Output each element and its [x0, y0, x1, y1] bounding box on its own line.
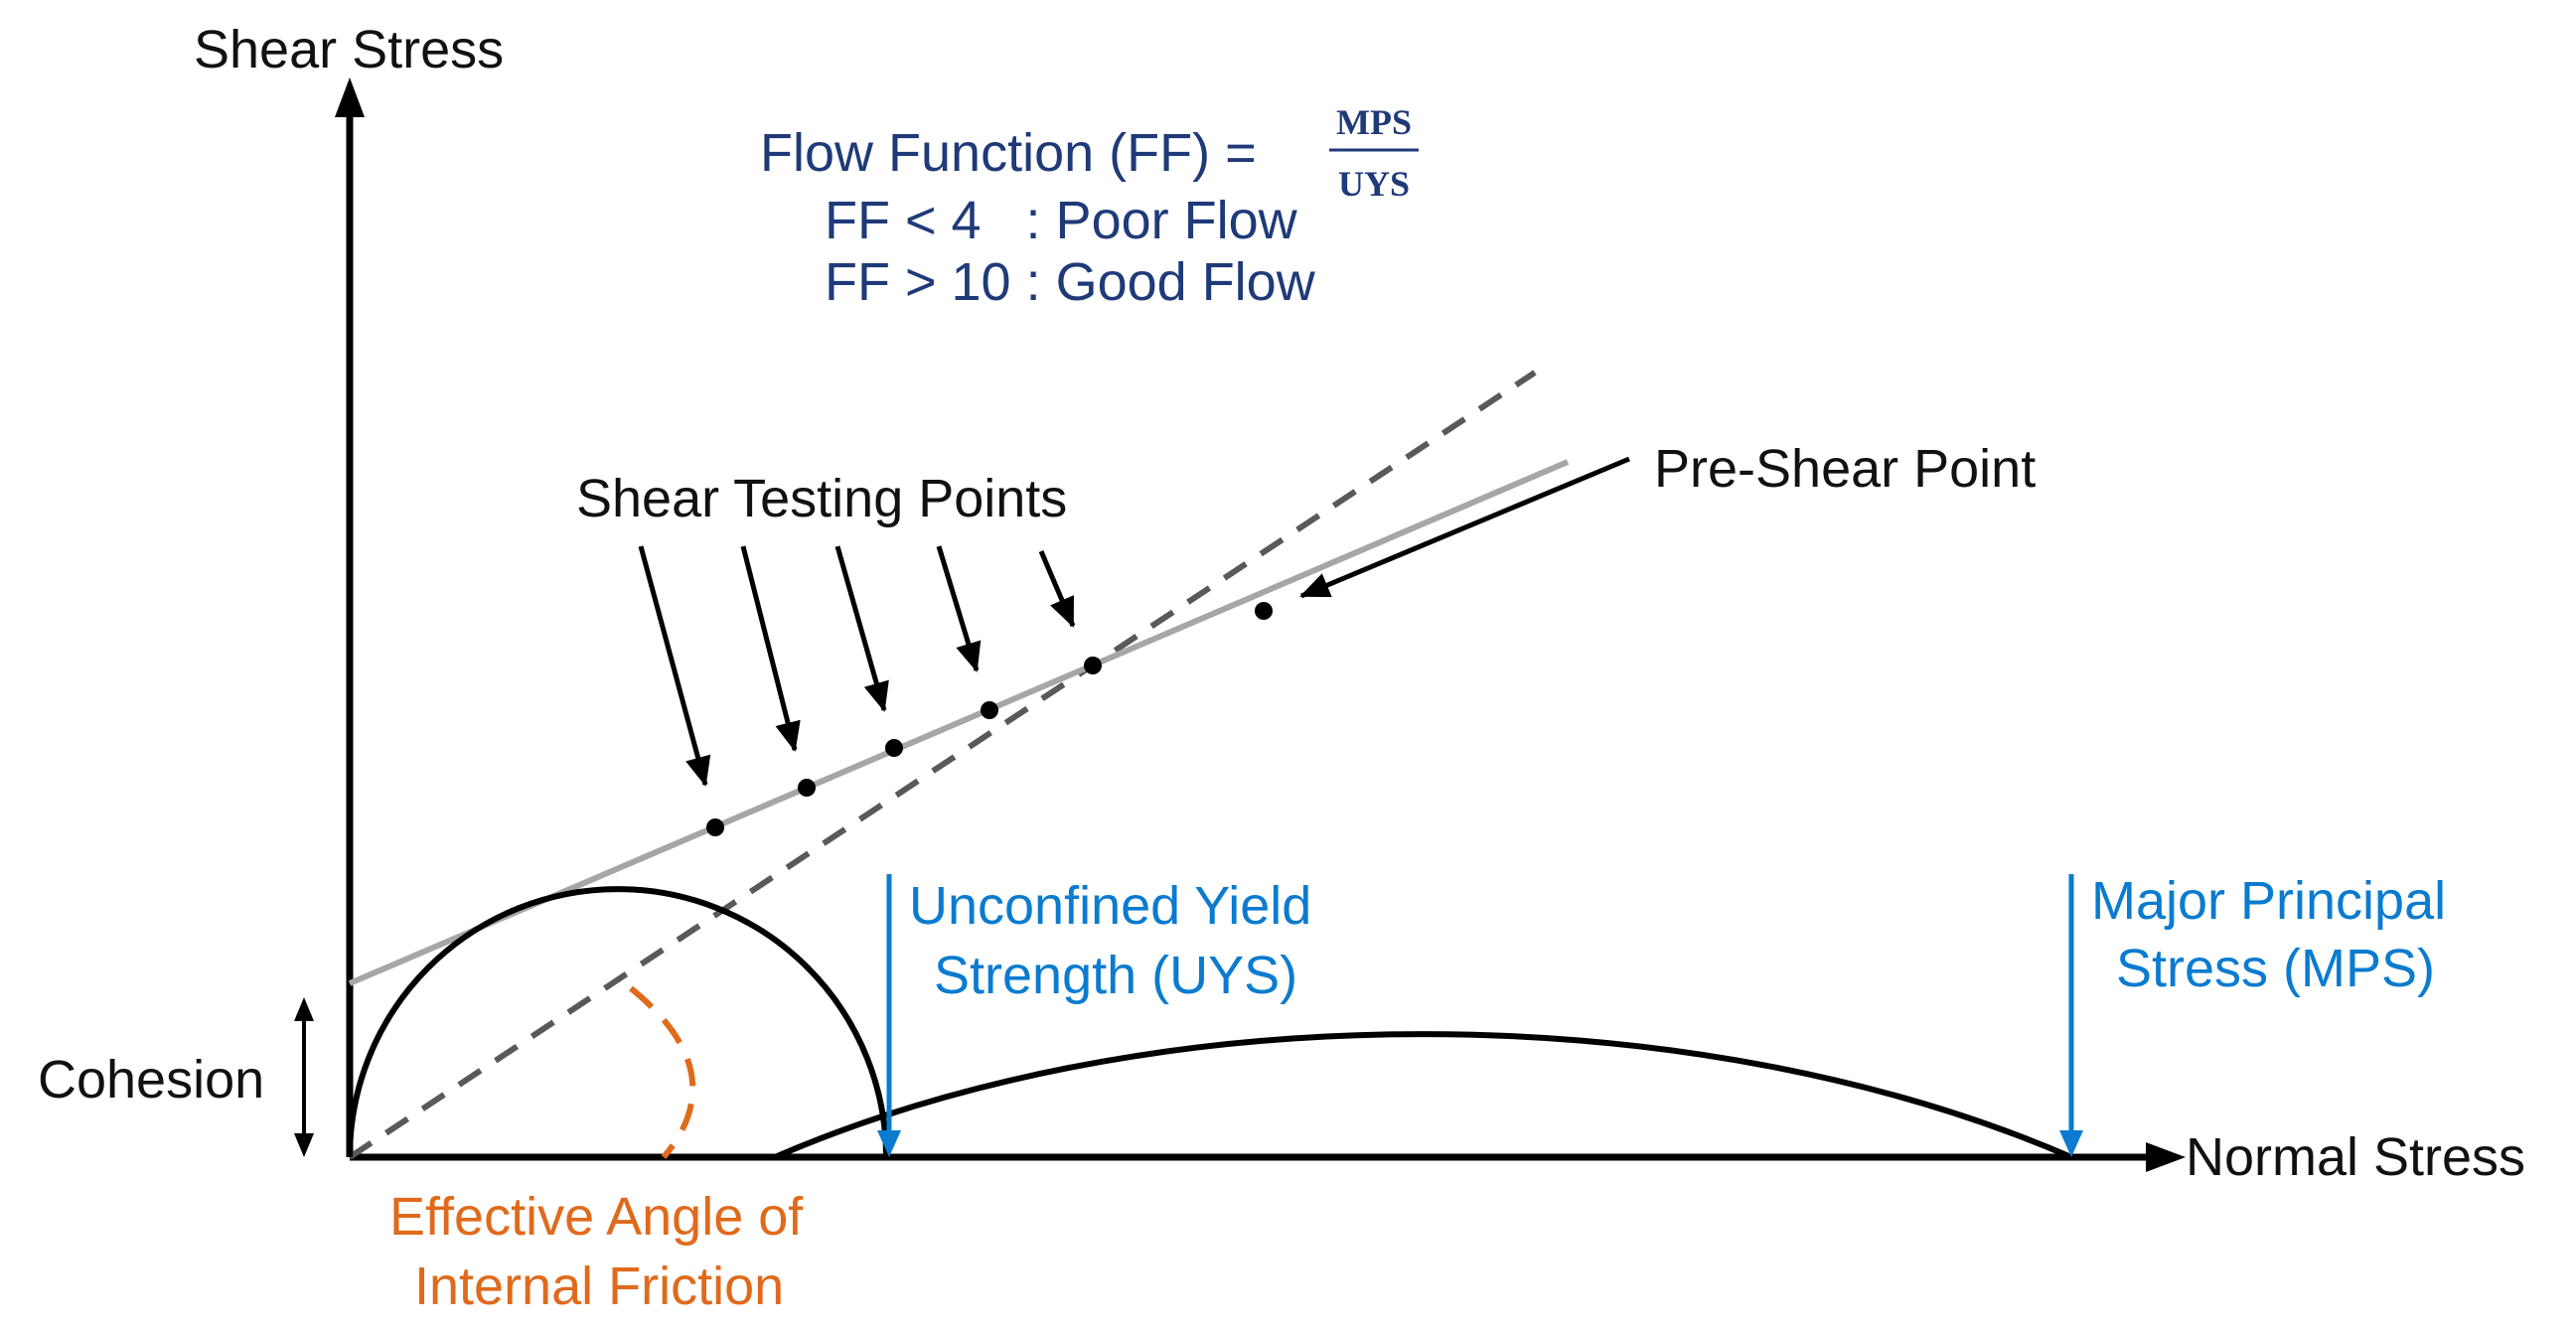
angle-label-line1: Effective Angle of — [389, 1187, 804, 1247]
shear-point-arrow — [936, 545, 982, 672]
formula-lhs: Flow Function (FF) = — [760, 123, 1257, 183]
formula-rule-good: FF > 10 : Good Flow — [825, 252, 1316, 312]
angle-label-line2: Internal Friction — [414, 1257, 784, 1316]
formula-rule-poor: FF < 4 : Poor Flow — [825, 191, 1298, 250]
formula-numerator: MPS — [1336, 102, 1412, 142]
mps-label-line1: Major Principal — [2091, 871, 2446, 931]
y-axis-arrowhead — [335, 77, 365, 117]
pre-shear-arrow — [1299, 456, 1630, 599]
uys-arrowhead — [877, 1130, 901, 1157]
mps-label-line2: Stress (MPS) — [2116, 939, 2435, 998]
cohesion-arrowhead-top — [294, 997, 314, 1021]
formula-denominator: UYS — [1338, 164, 1410, 204]
x-axis-label: Normal Stress — [2186, 1127, 2525, 1187]
cohesion-label: Cohesion — [38, 1050, 264, 1110]
shear-testing-point — [1084, 657, 1102, 674]
shear-testing-point — [798, 779, 816, 797]
shear-testing-point — [885, 739, 903, 757]
shear-point-arrow — [638, 545, 711, 787]
friction-angle-arc — [629, 985, 696, 1159]
pre-shear-point-label: Pre-Shear Point — [1654, 439, 2036, 499]
large-mohr-circle — [773, 1031, 2073, 1160]
y-axis-label: Shear Stress — [194, 20, 504, 79]
dashed-friction-line — [348, 370, 1537, 1160]
shear-testing-point — [706, 818, 724, 836]
uys-label-line1: Unconfined Yield — [909, 876, 1311, 936]
shear-point-arrow — [834, 545, 889, 712]
mps-arrowhead — [2059, 1130, 2083, 1157]
shear-testing-points-label: Shear Testing Points — [576, 469, 1067, 528]
x-axis-arrowhead — [2146, 1142, 2186, 1172]
pre-shear-point — [1255, 602, 1273, 620]
shear-point-arrow — [740, 545, 801, 752]
uys-label-line2: Strength (UYS) — [934, 946, 1297, 1005]
shear-point-arrow — [1038, 550, 1076, 628]
cohesion-arrowhead-bottom — [294, 1133, 314, 1157]
shear-testing-point — [981, 701, 998, 719]
small-mohr-circle — [347, 886, 889, 1158]
